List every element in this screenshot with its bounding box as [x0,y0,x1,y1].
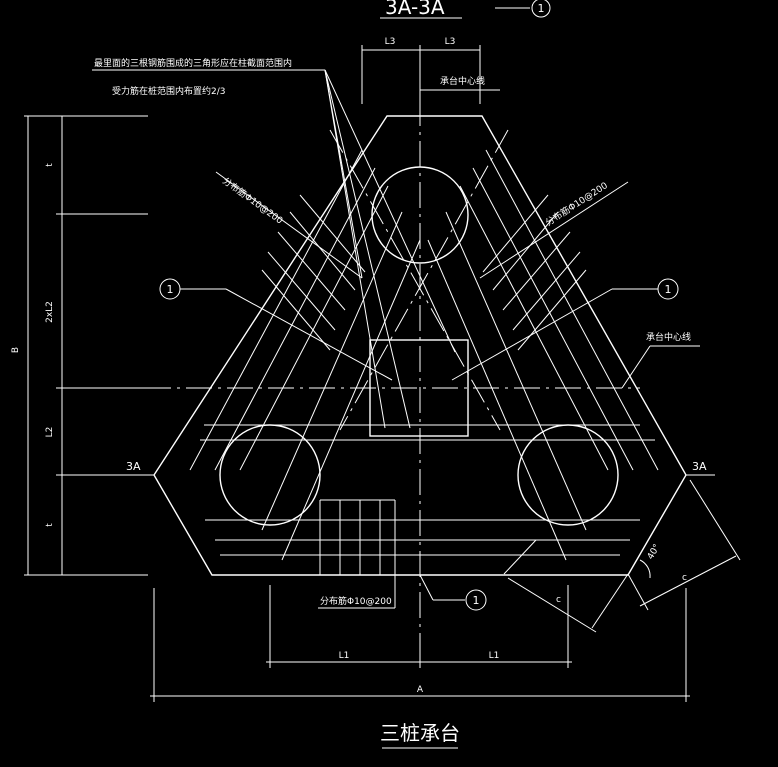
dist-bars-upper-left [261,194,366,351]
dim-bottom-left: L1 [339,651,350,661]
dim-corner-c1: c [556,595,561,605]
dim-left-seg4: t [45,523,55,527]
top-callout-number: 1 [538,2,545,15]
center-line-top-label: 承台中心线 [440,75,485,87]
section-title: 3A-3A [385,0,445,19]
pile-bottom-right [517,424,619,526]
dim-corner-c2: c [682,573,687,583]
center-line-right-label: 承台中心线 [646,331,691,343]
dim-left-seg3: L2 [45,427,55,438]
dim-bottom-overall: A [417,685,424,695]
dim-corner: c c 40° [503,479,741,633]
section-label-right: 3A [692,460,707,473]
section-label-left: 3A [126,460,141,473]
dist-bars-lower [319,499,395,575]
rebar-bottom-group [200,424,655,556]
dim-bottom: L1 L1 A [150,585,690,702]
dim-left: B t 2xL2 L2 t [11,115,148,576]
dist-label-right: 分布筋Φ10@200 [479,179,629,279]
dist-bar-left-label: 分布筋Φ10@200 [220,175,285,227]
dist-label-bottom: 分布筋Φ10@200 [318,500,396,609]
note-leaders [92,69,456,429]
rebar-left-group [189,149,421,561]
dist-bars-upper-right [482,194,587,351]
dim-top-left: L3 [385,37,396,47]
dim-left-seg2: 2xL2 [45,301,55,323]
pile-bottom-left [219,424,321,526]
dist-bar-right-label: 分布筋Φ10@200 [543,179,610,228]
note-line1: 最里面的三根钢筋围成的三角形应在柱截面范围内 [94,57,292,69]
dist-bar-bottom-label: 分布筋Φ10@200 [320,595,392,607]
callout-right: 1 [451,278,679,381]
dim-left-overall: B [11,347,21,353]
centre-lines [145,100,640,640]
callout-bottom-number: 1 [473,594,480,607]
drawing-title: 三桩承台 [380,721,460,745]
callout-left: 1 [159,278,393,381]
section-title-group: 3A-3A 1 [380,0,551,19]
note-line2: 受力筋在桩范围内布置约2/3 [112,85,226,97]
rebar-right-group [427,149,659,561]
callout-left-number: 1 [167,283,174,296]
callout-right-number: 1 [665,283,672,296]
drawing-title-group: 三桩承台 [380,721,460,749]
center-line-right: 承台中心线 [621,331,700,389]
dim-left-seg1: t [45,163,55,167]
dim-corner-angle: 40° [646,543,663,562]
top-callout-circle [531,0,551,18]
dim-top: L3 L3 [361,37,481,104]
section-marker-right: 3A [686,460,715,476]
callout-bottom: 1 [419,574,487,611]
dim-top-right: L3 [445,37,456,47]
section-marker-left: 3A [110,460,154,476]
dim-bottom-right: L1 [489,651,500,661]
